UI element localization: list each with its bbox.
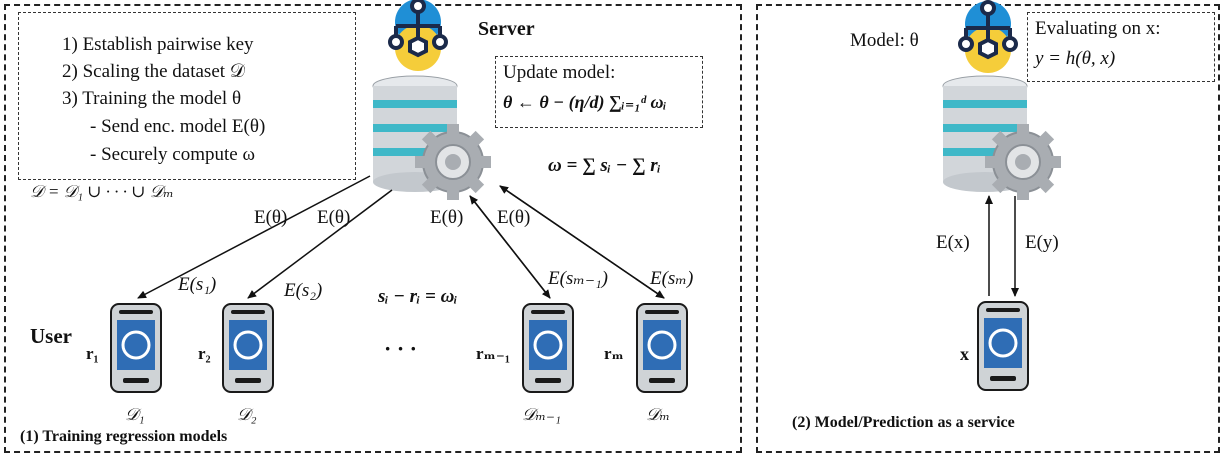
step-2: 2) Scaling the dataset 𝒟 <box>62 61 245 82</box>
step-3: 3) Training the model θ <box>62 88 242 109</box>
e-theta-label-4: E(θ) <box>497 207 531 228</box>
omega-formula: ω = ∑ sᵢ − ∑ rᵢ <box>548 155 661 176</box>
ellipsis: · · · <box>384 336 418 361</box>
x-label: x <box>960 344 969 364</box>
e-theta-label-3: E(θ) <box>430 207 464 228</box>
e-theta-label-2: E(θ) <box>317 207 351 228</box>
user-m-r: rₘ <box>604 344 624 363</box>
server-label: Server <box>478 18 535 40</box>
e-sm-label: E(sₘ) <box>650 268 694 289</box>
e-s2-label: E(s₂) <box>284 280 323 301</box>
mask-formula: sᵢ − rᵢ = ωᵢ <box>378 286 458 307</box>
eval-title: Evaluating on x: <box>1035 18 1161 39</box>
user-label: User <box>30 324 72 348</box>
e-theta-label-1: E(θ) <box>254 207 288 228</box>
user-m1-dataset: 𝒟ₘ₋₁ <box>522 405 561 424</box>
model-label: Model: θ <box>850 30 919 51</box>
user-2-r: r₂ <box>198 344 211 363</box>
eval-formula: y = h(θ, x) <box>1035 48 1116 69</box>
step-3b: - Securely compute ω <box>90 144 255 165</box>
user-2-dataset: 𝒟₂ <box>237 405 257 424</box>
step-1: 1) Establish pairwise key <box>62 34 254 55</box>
eval-box <box>1027 12 1215 82</box>
steps-box <box>18 12 356 180</box>
training-caption: (1) Training regression models <box>20 428 228 445</box>
e-y-label: E(y) <box>1025 232 1059 253</box>
user-m1-r: rₘ₋₁ <box>476 344 510 363</box>
dataset-union: 𝒟 = 𝒟₁ ∪ · · · ∪ 𝒟ₘ <box>30 182 174 201</box>
training-panel <box>4 4 742 453</box>
user-1-r: r₁ <box>86 344 99 363</box>
e-x-label: E(x) <box>936 232 970 253</box>
user-1-dataset: 𝒟₁ <box>125 405 145 424</box>
e-s1-label: E(s₁) <box>178 274 217 295</box>
step-3a: - Send enc. model E(θ) <box>90 116 266 137</box>
update-formula: θ ← θ − (η/d) ∑ᵢ₌₁ᵈ ωᵢ <box>503 92 667 112</box>
user-m-dataset: 𝒟ₘ <box>646 405 670 424</box>
update-box <box>495 56 703 128</box>
service-caption: (2) Model/Prediction as a service <box>792 414 1015 431</box>
update-title: Update model: <box>503 62 616 83</box>
e-sm1-label: E(sₘ₋₁) <box>548 268 608 289</box>
